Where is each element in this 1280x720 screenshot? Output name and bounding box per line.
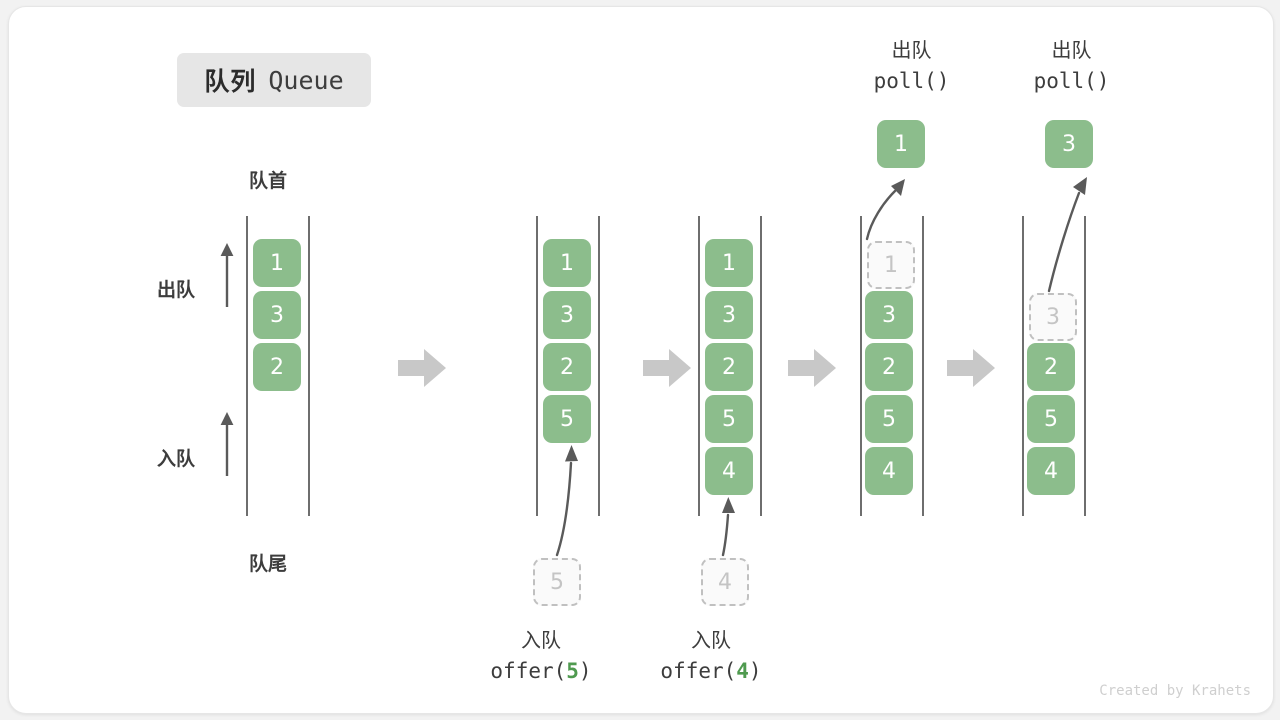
operation-label-poll-1: 出队 poll() bbox=[824, 37, 999, 96]
removed-ghost-element: 3 bbox=[1029, 293, 1077, 341]
queue-element: 3 bbox=[543, 291, 591, 339]
rail-left-col3 bbox=[698, 216, 700, 516]
queue-element: 2 bbox=[543, 343, 591, 391]
enqueue-curve-arrow-icon bbox=[721, 497, 735, 557]
removed-ghost-element: 1 bbox=[867, 241, 915, 289]
queue-element: 3 bbox=[865, 291, 913, 339]
queue-element: 2 bbox=[705, 343, 753, 391]
title-en: Queue bbox=[268, 65, 344, 95]
operation-cn: 入队 bbox=[521, 630, 561, 652]
title-cn: 队列 bbox=[204, 68, 257, 96]
incoming-ghost-element: 4 bbox=[701, 558, 749, 606]
queue-element: 2 bbox=[253, 343, 301, 391]
rail-right-col3 bbox=[760, 216, 762, 516]
queue-element: 1 bbox=[543, 239, 591, 287]
queue-element: 5 bbox=[865, 395, 913, 443]
operation-cn: 入队 bbox=[691, 630, 731, 652]
rail-left-col4 bbox=[860, 216, 862, 516]
extracted-element: 1 bbox=[877, 120, 925, 168]
transition-arrow-icon bbox=[947, 349, 995, 387]
transition-arrow-icon bbox=[643, 349, 691, 387]
rail-right-col5 bbox=[1084, 216, 1086, 516]
rail-right-col4 bbox=[922, 216, 924, 516]
enqueue-arrow-icon bbox=[220, 412, 234, 476]
dequeue-arrow-icon bbox=[220, 243, 234, 307]
operation-label-offer5: 入队 offer(5) bbox=[461, 627, 621, 686]
operation-code: poll() bbox=[873, 69, 950, 93]
queue-tail-label: 队尾 bbox=[249, 554, 288, 575]
rail-right-col1 bbox=[308, 216, 310, 516]
incoming-ghost-element: 5 bbox=[533, 558, 581, 606]
dequeue-curve-arrow-icon bbox=[865, 179, 905, 241]
queue-element: 3 bbox=[253, 291, 301, 339]
queue-element: 5 bbox=[1027, 395, 1075, 443]
transition-arrow-icon bbox=[788, 349, 836, 387]
watermark: Created by Krahets bbox=[1099, 683, 1251, 699]
queue-head-label: 队首 bbox=[249, 171, 288, 192]
operation-label-poll-3: 出队 poll() bbox=[984, 37, 1159, 96]
enqueue-label: 入队 bbox=[157, 449, 196, 470]
dequeue-label: 出队 bbox=[157, 280, 196, 301]
operation-label-offer4: 入队 offer(4) bbox=[631, 627, 791, 686]
queue-element: 1 bbox=[253, 239, 301, 287]
queue-element-new: 4 bbox=[705, 447, 753, 495]
dequeue-curve-arrow-icon bbox=[1047, 177, 1087, 293]
operation-code: offer(4) bbox=[660, 659, 762, 683]
operation-cn: 出队 bbox=[891, 40, 932, 62]
rail-left-col1 bbox=[246, 216, 248, 516]
queue-element: 2 bbox=[865, 343, 913, 391]
operation-code: poll() bbox=[1033, 69, 1110, 93]
enqueue-curve-arrow-icon bbox=[555, 445, 578, 557]
operation-cn: 出队 bbox=[1051, 40, 1092, 62]
diagram-stage: 队列 Queue 队首 队尾 出队 入队 1 3 2 1 3 2 5 5 入队 … bbox=[9, 7, 1273, 713]
queue-element: 4 bbox=[1027, 447, 1075, 495]
queue-element: 3 bbox=[705, 291, 753, 339]
operation-code: offer(5) bbox=[490, 659, 592, 683]
queue-element: 2 bbox=[1027, 343, 1075, 391]
queue-element-new: 5 bbox=[543, 395, 591, 443]
rail-right-col2 bbox=[598, 216, 600, 516]
rail-left-col2 bbox=[536, 216, 538, 516]
title-badge: 队列 Queue bbox=[177, 53, 371, 107]
rail-left-col5 bbox=[1022, 216, 1024, 516]
diagram-card: 队列 Queue 队首 队尾 出队 入队 1 3 2 1 3 2 5 5 入队 … bbox=[8, 6, 1274, 714]
queue-element: 1 bbox=[705, 239, 753, 287]
extracted-element: 3 bbox=[1045, 120, 1093, 168]
transition-arrow-icon bbox=[398, 349, 446, 387]
queue-element: 5 bbox=[705, 395, 753, 443]
queue-element: 4 bbox=[865, 447, 913, 495]
